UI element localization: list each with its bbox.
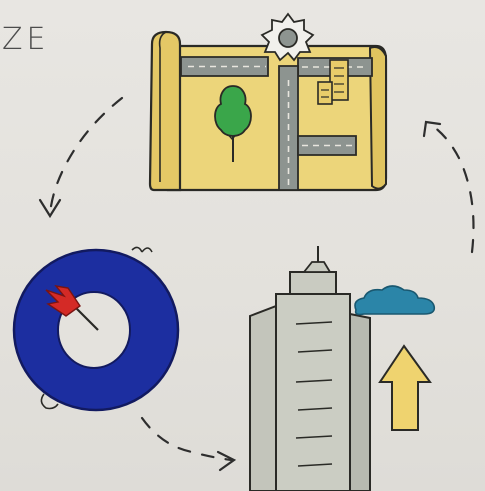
building-block-icon xyxy=(317,59,349,105)
arrow-marker-icon xyxy=(45,285,99,331)
target-icon xyxy=(12,246,180,412)
up-arrow-icon xyxy=(378,344,432,431)
map-icon xyxy=(148,12,388,192)
skyscraper-icon xyxy=(249,246,371,491)
cycle-arrow-icon xyxy=(38,96,475,472)
cloud-icon xyxy=(354,285,436,316)
roundabout-icon xyxy=(260,12,315,62)
corner-text: ZE xyxy=(2,22,50,57)
tree-icon xyxy=(214,85,252,162)
